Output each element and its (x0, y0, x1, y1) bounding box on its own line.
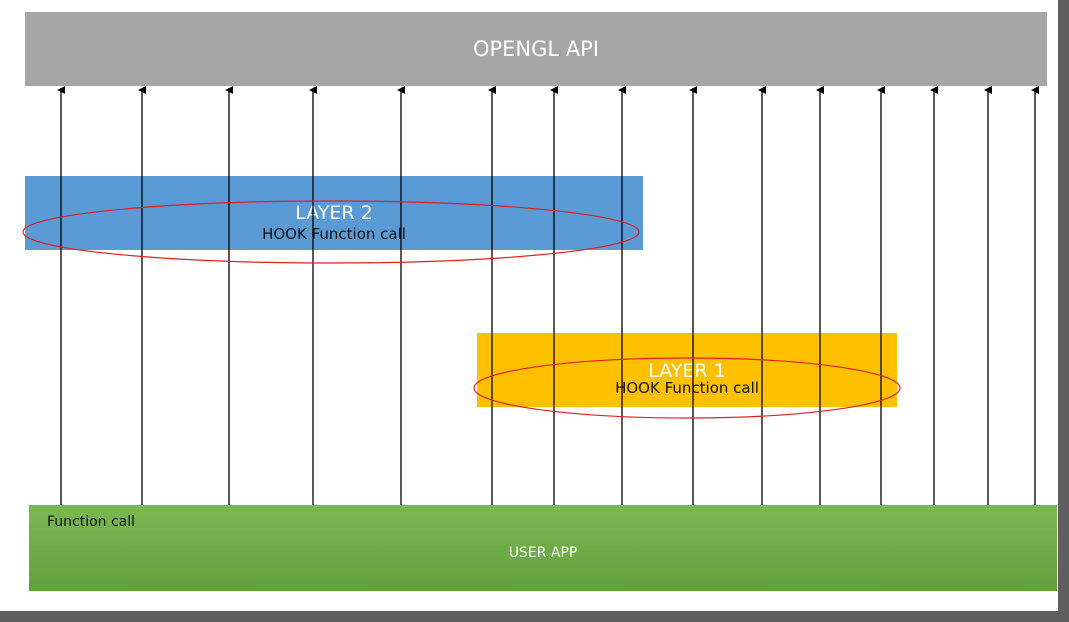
layer-2-label: LAYER 2 (295, 202, 373, 224)
frame-border-right (1058, 0, 1069, 622)
layer-2-hook-ellipse (22, 200, 640, 264)
frame-border-bottom (0, 611, 1069, 622)
opengl-api-label: OPENGL API (472, 37, 600, 61)
function-call-label: Function call (47, 514, 136, 530)
layer-1-hook-ellipse (473, 357, 901, 419)
user-app-box: Function call USER APP (29, 505, 1057, 591)
layer-1-label: LAYER 1 (648, 360, 726, 382)
layer-2-box: LAYER 2 HOOK Function call (25, 176, 643, 250)
opengl-api-box: OPENGL API (25, 12, 1047, 86)
user-app-label: USER APP (508, 545, 578, 561)
layer-1-hook-label: HOOK Function call (615, 379, 759, 397)
layer-2-hook-label: HOOK Function call (262, 225, 406, 243)
layer-1-box: LAYER 1 HOOK Function call (477, 333, 897, 407)
